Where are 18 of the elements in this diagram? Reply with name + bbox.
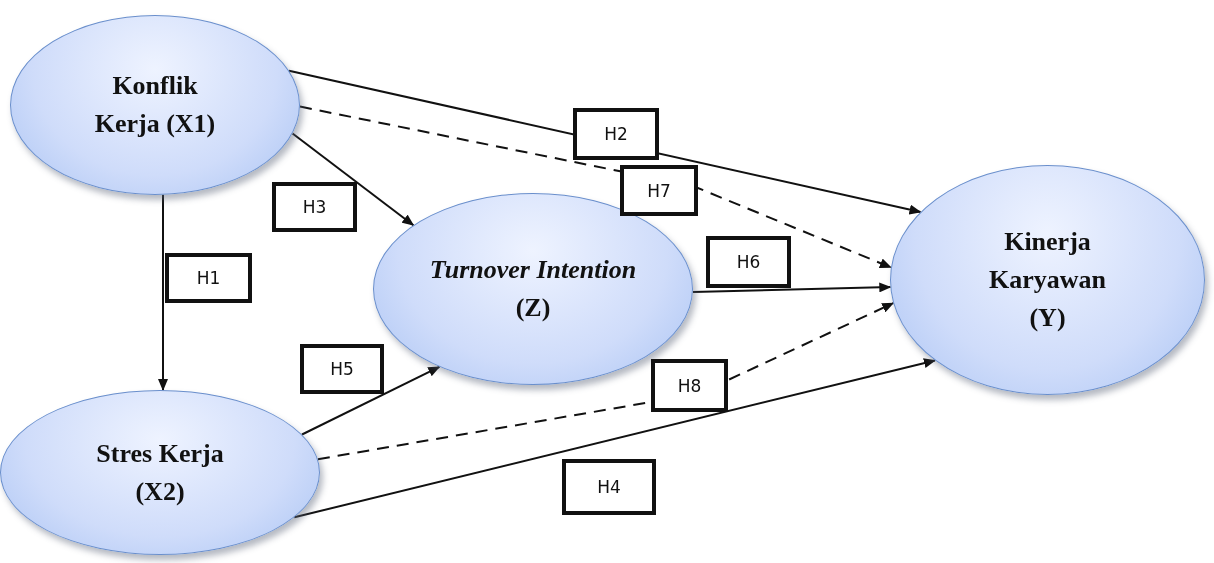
hypothesis-label: H7	[620, 165, 698, 216]
arrow	[293, 358, 936, 519]
node-label: Turnover Intention (Z)	[428, 254, 638, 324]
arrow	[158, 193, 168, 391]
hypothesis-label: H5	[300, 344, 384, 394]
hypothesis-label: H4	[562, 459, 656, 515]
node-label: Stres Kerja (X2)	[95, 437, 225, 508]
arrow	[691, 282, 892, 294]
hypothesis-label: H3	[272, 182, 357, 232]
arrow	[291, 132, 415, 227]
hypothesis-label: H1	[165, 253, 252, 303]
arrow	[301, 365, 441, 436]
hypothesis-label: H8	[651, 359, 728, 412]
hypothesis-label: H6	[706, 236, 791, 288]
arrow	[299, 105, 892, 269]
hypothesis-label: H2	[573, 108, 659, 160]
node-label: Kinerja Karyawan (Y)	[988, 226, 1107, 334]
node-label: Konflik Kerja (X1)	[93, 70, 217, 140]
